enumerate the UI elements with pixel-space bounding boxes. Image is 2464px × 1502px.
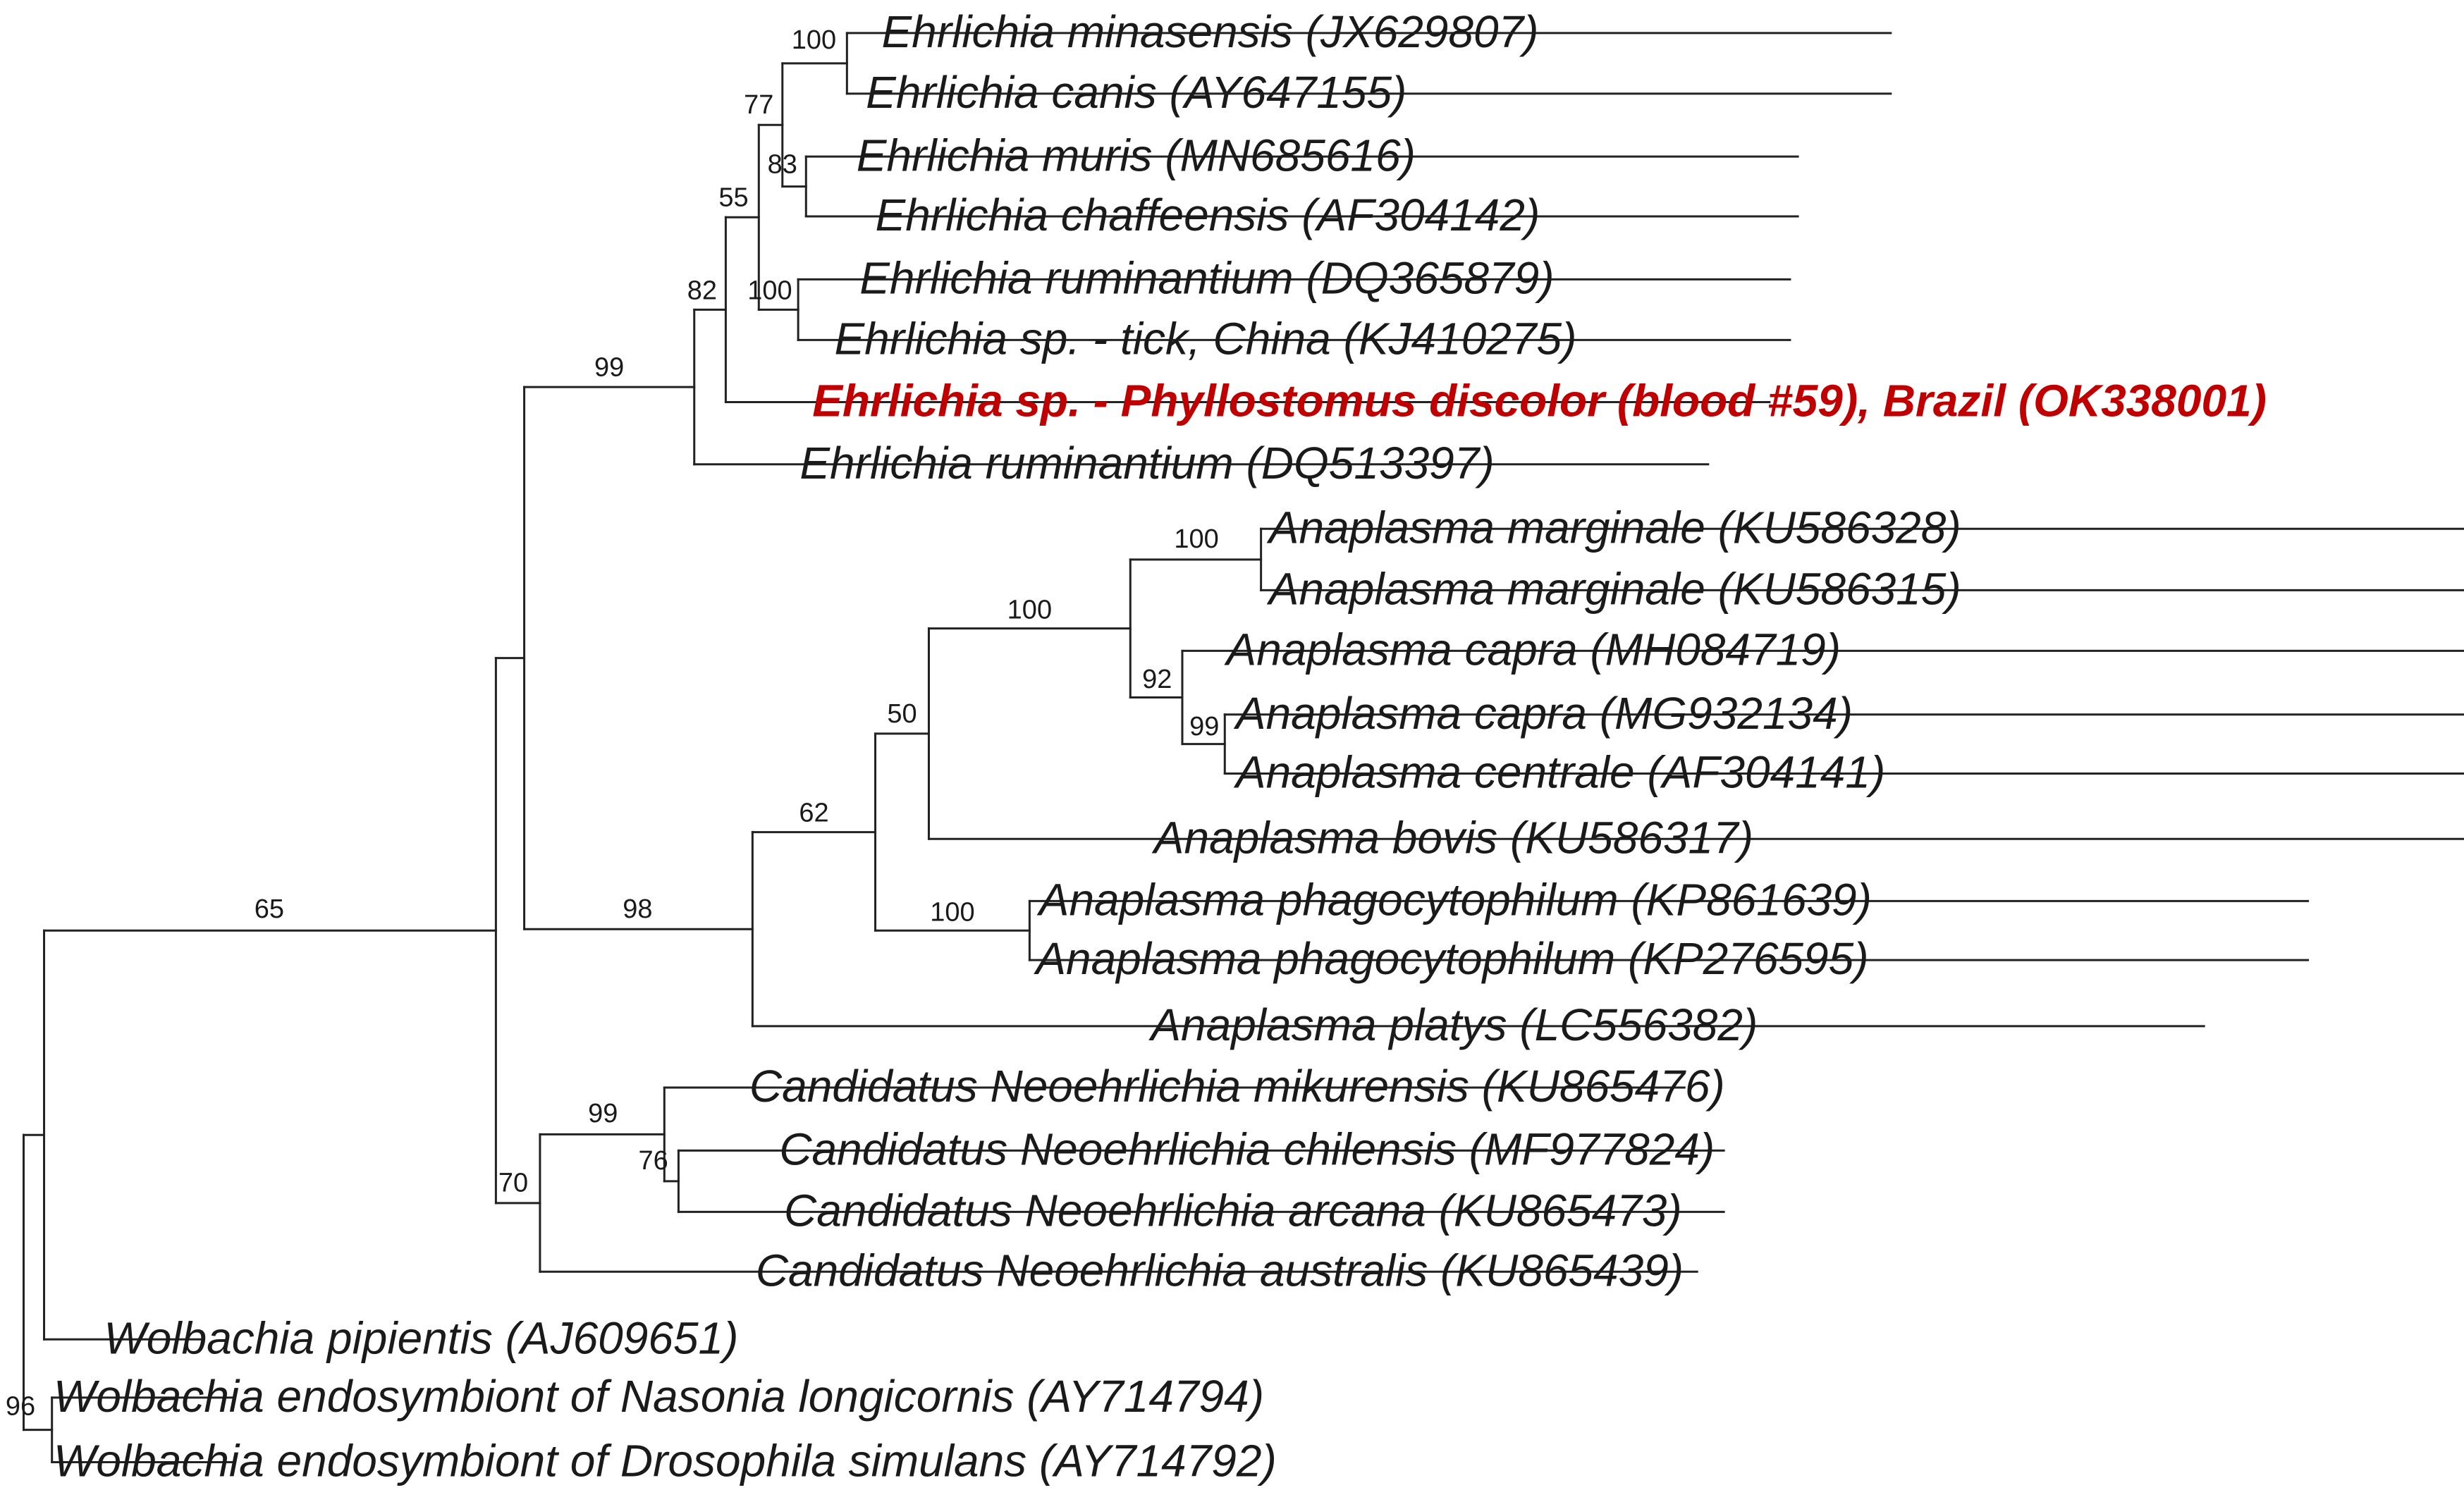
support-value: 100 bbox=[930, 897, 974, 927]
taxon-label: Anaplasma bovis (KU586317) bbox=[1151, 812, 1753, 863]
support-value: 83 bbox=[768, 150, 797, 180]
support-value: 77 bbox=[744, 90, 773, 120]
support-value: 50 bbox=[887, 699, 917, 729]
support-value: 92 bbox=[1142, 665, 1172, 694]
support-value: 76 bbox=[639, 1146, 668, 1176]
support-value: 99 bbox=[594, 353, 624, 383]
taxon-label: Anaplasma phagocytophilum (KP276595) bbox=[1033, 933, 1868, 984]
taxon-label: Ehrlichia ruminantium (DQ365879) bbox=[859, 252, 1554, 303]
support-value: 55 bbox=[718, 183, 748, 213]
taxon-labels: Ehrlichia minasensis (JX629807) Ehrlichia… bbox=[54, 6, 2267, 1486]
support-value: 98 bbox=[623, 894, 652, 924]
support-value: 96 bbox=[6, 1391, 35, 1421]
support-value: 82 bbox=[687, 276, 717, 305]
taxon-label: Anaplasma marginale (KU586315) bbox=[1266, 563, 1961, 614]
support-value: 62 bbox=[799, 799, 828, 828]
taxon-label: Candidatus Neoehrlichia chilensis (MF977… bbox=[779, 1124, 1715, 1174]
taxon-label: Wolbachia pipientis (AJ609651) bbox=[104, 1312, 738, 1363]
taxon-label: Candidatus Neoehrlichia mikurensis (KU86… bbox=[749, 1061, 1725, 1112]
support-value: 100 bbox=[1007, 596, 1052, 625]
taxon-label: Anaplasma marginale (KU586328) bbox=[1266, 502, 1961, 553]
taxon-label: Candidatus Neoehrlichia arcana (KU865473… bbox=[784, 1186, 1682, 1236]
taxon-label-highlighted: Ehrlichia sp. - Phyllostomus discolor (b… bbox=[812, 376, 2267, 426]
taxon-label: Anaplasma platys (LC556382) bbox=[1148, 999, 1758, 1050]
taxon-label: Wolbachia endosymbiont of Drosophila sim… bbox=[54, 1436, 1277, 1486]
support-value: 70 bbox=[498, 1168, 528, 1198]
tree-branches bbox=[22, 32, 2464, 1463]
taxon-label: Ehrlichia chaffeensis (AF304142) bbox=[876, 190, 1540, 240]
support-value: 100 bbox=[747, 276, 792, 305]
taxon-label: Ehrlichia sp. - tick, China (KJ410275) bbox=[834, 313, 1576, 364]
support-value: 100 bbox=[792, 25, 836, 55]
support-value: 65 bbox=[255, 894, 284, 924]
taxon-label: Ehrlichia muris (MN685616) bbox=[857, 130, 1416, 180]
taxon-label: Anaplasma phagocytophilum (KP861639) bbox=[1036, 874, 1872, 925]
support-values: 100 83 77 100 55 82 99 100 99 92 100 50 100 62 98 76 99 7… bbox=[6, 25, 1219, 1421]
taxon-label: Ehrlichia minasensis (JX629807) bbox=[881, 6, 1538, 57]
support-value: 99 bbox=[588, 1099, 618, 1128]
taxon-label: Ehrlichia ruminantium (DQ513397) bbox=[799, 438, 1494, 488]
taxon-label: Wolbachia endosymbiont of Nasonia longic… bbox=[54, 1371, 1264, 1422]
taxon-label: Anaplasma centrale (AF304141) bbox=[1233, 747, 1885, 798]
taxon-label: Anaplasma capra (MH084719) bbox=[1224, 624, 1841, 675]
taxon-label: Ehrlichia canis (AY647155) bbox=[866, 67, 1406, 118]
taxon-label: Anaplasma capra (MG932134) bbox=[1233, 688, 1853, 739]
taxon-label: Candidatus Neoehrlichia australis (KU865… bbox=[756, 1245, 1684, 1295]
support-value: 100 bbox=[1174, 524, 1218, 554]
support-value: 99 bbox=[1189, 712, 1219, 741]
